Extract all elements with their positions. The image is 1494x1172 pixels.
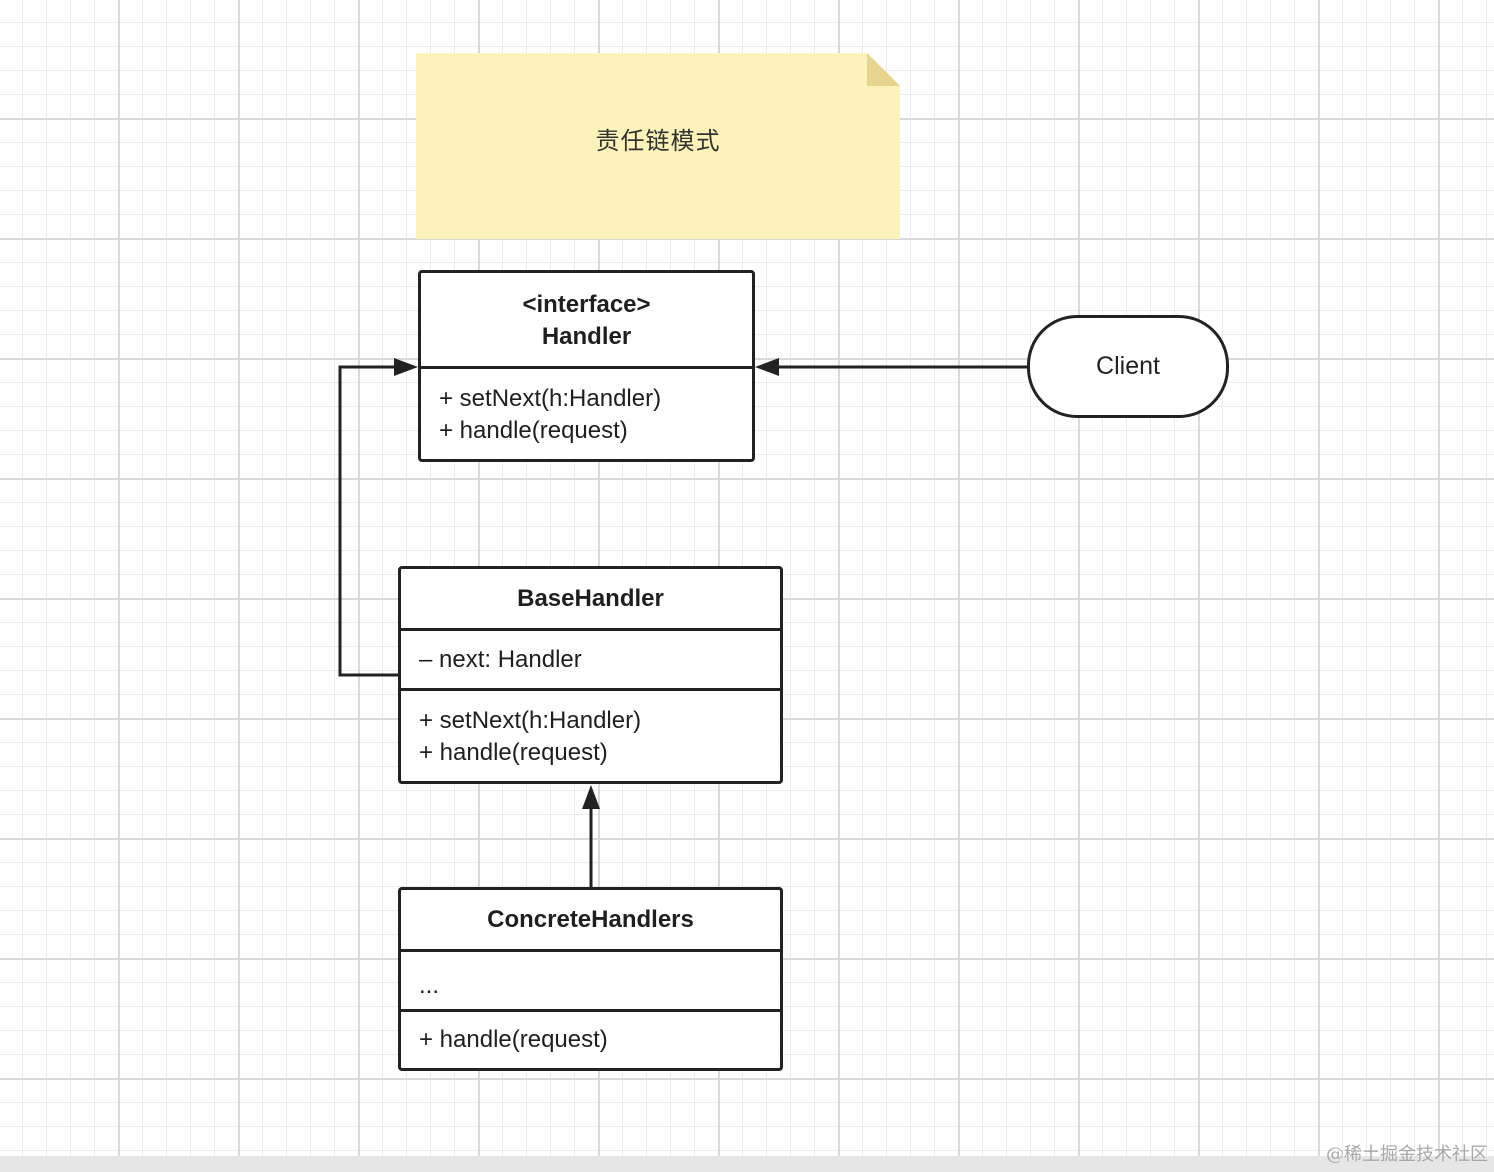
concrete-handlers-class-box[interactable]: ConcreteHandlers ... + handle(request) <box>398 887 783 1071</box>
concrete-handlers-fields-section: ... <box>401 949 780 1009</box>
base-handler-method: + setNext(h:Handler) <box>419 707 642 734</box>
handler-title-section: <interface> Handler <box>421 273 752 366</box>
bottom-scroll-bar <box>0 1156 1494 1172</box>
base-handler-method: + handle(request) <box>419 739 608 766</box>
concrete-to-base-arrowhead <box>582 785 600 809</box>
handler-method: + handle(request) <box>439 417 628 444</box>
concrete-handlers-method: + handle(request) <box>419 1026 608 1053</box>
base-to-handler-line <box>338 365 399 677</box>
base-to-handler-arrowhead <box>394 358 418 376</box>
base-handler-field: – next: Handler <box>419 645 582 673</box>
handler-name: Handler <box>541 322 632 350</box>
client-node[interactable]: Client <box>1027 315 1229 418</box>
handler-method: + setNext(h:Handler) <box>439 385 662 412</box>
concrete-handlers-title-section: ConcreteHandlers <box>401 890 780 949</box>
client-label: Client <box>1096 352 1160 380</box>
base-handler-methods-section: + setNext(h:Handler) + handle(request) <box>401 688 780 781</box>
base-handler-name: BaseHandler <box>517 584 664 612</box>
base-handler-class-box[interactable]: BaseHandler – next: Handler + setNext(h:… <box>398 566 783 784</box>
base-handler-title-section: BaseHandler <box>401 569 780 628</box>
watermark: @稀土掘金技术社区 <box>1326 1144 1488 1165</box>
concrete-handlers-name: ConcreteHandlers <box>487 905 694 933</box>
note-text: 责任链模式 <box>595 126 721 155</box>
concrete-handlers-methods-section: + handle(request) <box>401 1009 780 1068</box>
client-to-handler-arrowhead <box>755 358 779 376</box>
handler-methods-section: + setNext(h:Handler) + handle(request) <box>421 366 752 459</box>
base-handler-fields-section: – next: Handler <box>401 628 780 688</box>
handler-class-box[interactable]: <interface> Handler + setNext(h:Handler)… <box>418 270 755 462</box>
handler-stereotype: <interface> <box>522 290 651 318</box>
sticky-note[interactable]: 责任链模式 <box>416 53 900 239</box>
concrete-handlers-field: ... <box>419 971 440 999</box>
note-corner-fold <box>867 53 900 86</box>
